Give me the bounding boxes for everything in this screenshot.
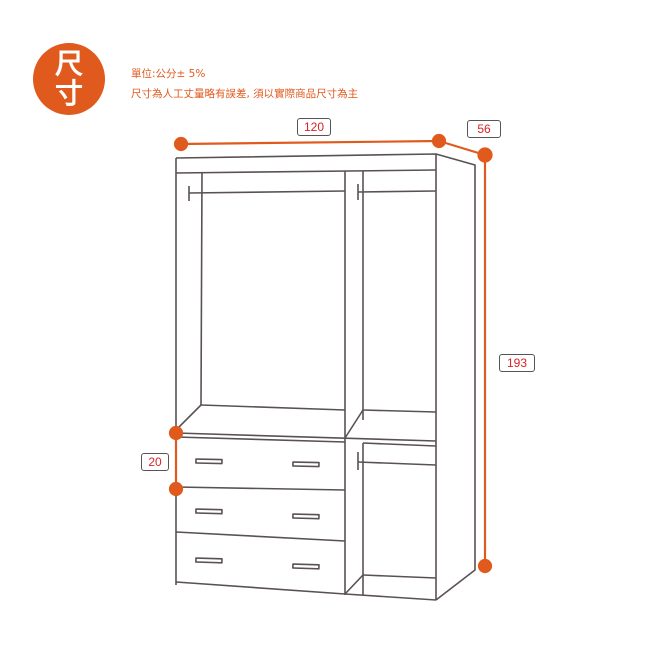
badge-char-1: 尺: [54, 47, 83, 80]
drawer-height-label: 20: [141, 453, 169, 471]
unit-note: 單位:公分± 5%: [131, 68, 206, 80]
depth-label: 56: [467, 120, 501, 138]
wardrobe-outline: [175, 153, 476, 601]
height-label: 193: [499, 354, 535, 372]
width-label: 120: [297, 118, 331, 136]
badge-char-2: 寸: [54, 77, 83, 110]
disclaimer-note: 尺寸為人工丈量略有誤差, 須以實際商品尺寸為主: [131, 88, 359, 100]
dimension-lines: [168, 133, 493, 574]
size-badge: 尺 寸: [33, 43, 105, 115]
